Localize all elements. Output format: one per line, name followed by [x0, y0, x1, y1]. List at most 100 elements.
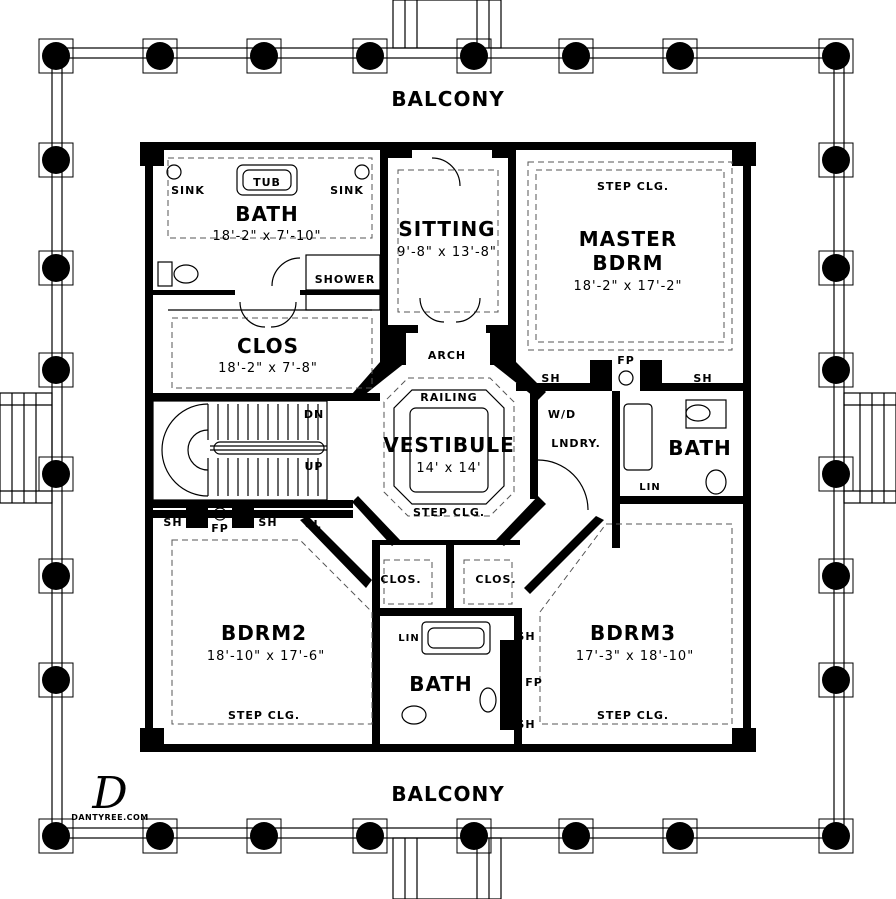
tub-label: TUB: [253, 176, 281, 189]
bath-bottom-lin: LIN: [398, 633, 419, 644]
column-base: [558, 818, 594, 854]
column: [822, 146, 850, 174]
column-base: [818, 250, 854, 286]
bath-right-lin: LIN: [639, 482, 660, 493]
column-base: [246, 818, 282, 854]
column-base: [352, 818, 388, 854]
bath-right-title: BATH: [668, 436, 732, 460]
watermark-site: DANTYREE.COM: [71, 813, 149, 822]
column: [460, 42, 488, 70]
column-base: [38, 250, 74, 286]
bdrm2-dims: 18'-10" x 17'-6": [207, 649, 325, 664]
balcony-top-label: BALCONY: [391, 87, 504, 111]
column-base: [246, 38, 282, 74]
column-base: [456, 818, 492, 854]
sink-right-fixture: [354, 164, 370, 180]
column-base: [818, 558, 854, 594]
stair-up-label: UP: [305, 460, 324, 473]
column-base: [662, 818, 698, 854]
bath-top-dims: 18'-2" x 7'-10": [212, 229, 321, 244]
laundry-title: LNDRY.: [551, 437, 601, 450]
exterior-walls: [140, 142, 756, 752]
column-base: [38, 142, 74, 178]
column: [822, 666, 850, 694]
bdrm3-ceiling: STEP CLG.: [597, 709, 669, 722]
column-base: [818, 818, 854, 854]
master-title-line1: MASTER: [579, 227, 678, 251]
bath-top-title: BATH: [235, 202, 299, 226]
bdrm3-dims: 17'-3" x 18'-10": [576, 649, 694, 664]
bdrm2-cl: CL: [304, 518, 321, 531]
column: [822, 42, 850, 70]
bdrm3-sh-bottom: SH: [516, 718, 535, 731]
clos-right-label: CLOS.: [475, 573, 516, 586]
column: [42, 146, 70, 174]
clos-left-label: CLOS.: [380, 573, 421, 586]
columns: [38, 38, 854, 854]
master-fp: FP: [617, 354, 635, 367]
master-title-line2: BDRM: [592, 251, 663, 275]
bdrm2-fp: FP: [211, 522, 229, 535]
stair-landing-curve: [161, 403, 209, 497]
sitting-title: SITTING: [398, 217, 495, 241]
closet-top-dims: 18'-2" x 7'-8": [218, 361, 318, 376]
column-base: [456, 38, 492, 74]
column-base: [142, 38, 178, 74]
bdrm2-sh-left: SH: [163, 516, 182, 529]
column: [250, 822, 278, 850]
column: [822, 356, 850, 384]
staircase: [152, 400, 328, 501]
fixtures: [152, 157, 727, 725]
column: [562, 822, 590, 850]
column: [460, 822, 488, 850]
bdrm3-sh-top: SH: [516, 630, 535, 643]
stair-landing-curve: [187, 429, 209, 471]
bdrm3-title: BDRM3: [590, 621, 676, 645]
column: [146, 42, 174, 70]
sink-left-fixture: [166, 164, 182, 180]
column: [822, 460, 850, 488]
master-sh-right: SH: [693, 372, 712, 385]
balcony-bottom-label: BALCONY: [391, 782, 504, 806]
column-base: [558, 38, 594, 74]
laundry-wd-label: W/D: [548, 408, 576, 421]
column-base: [818, 456, 854, 492]
column: [822, 254, 850, 282]
column-base: [38, 352, 74, 388]
closet-top-title: CLOS: [237, 334, 299, 358]
column: [42, 42, 70, 70]
vestibule-ceiling-label: STEP CLG.: [413, 506, 485, 519]
column-base: [818, 352, 854, 388]
bdrm3-fp: FP: [525, 676, 543, 689]
sitting-dims: 9'-8" x 13'-8": [397, 245, 497, 260]
bdrm2-ceiling: STEP CLG.: [228, 709, 300, 722]
column-base: [38, 456, 74, 492]
column: [42, 562, 70, 590]
column-base: [142, 818, 178, 854]
column: [146, 822, 174, 850]
column: [666, 822, 694, 850]
column: [42, 666, 70, 694]
sink-left-label: SINK: [171, 184, 205, 197]
column: [42, 254, 70, 282]
column-base: [818, 38, 854, 74]
bdrm2-sh-right: SH: [258, 516, 277, 529]
column: [250, 42, 278, 70]
column: [356, 42, 384, 70]
column-base: [818, 662, 854, 698]
column: [562, 42, 590, 70]
watermark-logo: D DANTYREE.COM: [71, 768, 149, 822]
column: [42, 822, 70, 850]
master-ceiling-label: STEP CLG.: [597, 180, 669, 193]
master-sh-left: SH: [541, 372, 560, 385]
column-base: [818, 142, 854, 178]
column: [42, 460, 70, 488]
master-dims: 18'-2" x 17'-2": [573, 279, 682, 294]
column: [42, 356, 70, 384]
stair-dn-label: DN: [304, 408, 324, 421]
column-base: [662, 38, 698, 74]
vestibule-title: VESTIBULE: [383, 433, 515, 457]
column: [356, 822, 384, 850]
